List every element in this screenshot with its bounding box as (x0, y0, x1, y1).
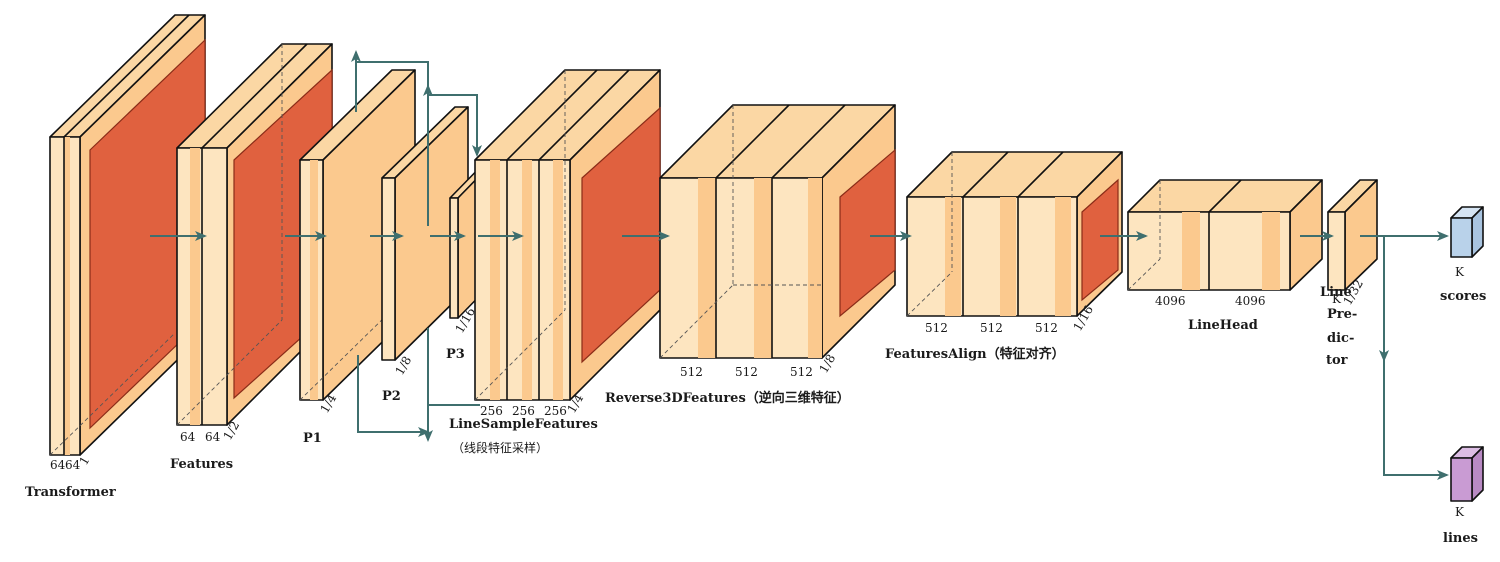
labels: 64 64 1 Transformer 64 64 1/2 Features 1… (25, 265, 1486, 546)
dim-ls-256c: 256 (544, 404, 567, 418)
dim-predictor-k: K (1332, 292, 1342, 306)
label-reverse3d: Reverse3DFeatures（逆向三维特征） (605, 390, 850, 406)
dim-head-4096a: 4096 (1155, 294, 1186, 308)
dim-transformer-64b: 64 (65, 458, 81, 472)
arrow-to-lines (1383, 236, 1449, 480)
label-line-predictor-1: Line (1320, 285, 1352, 300)
skip-p2-top (428, 94, 482, 157)
label-line-predictor-3: dic- (1327, 331, 1354, 346)
dim-transformer-64a: 64 (50, 458, 66, 472)
label-p2: P2 (382, 389, 401, 404)
label-features: Features (170, 457, 233, 472)
dim-features-64b: 64 (205, 430, 221, 444)
cube-scores (1450, 206, 1484, 258)
dim-align-512c: 512 (1035, 321, 1058, 335)
block-features-align (906, 151, 1123, 317)
label-transformer: Transformer (25, 485, 116, 500)
label-features-align: FeaturesAlign（特征对齐） (885, 346, 1065, 362)
label-line-sample-features-cn: （线段特征采样） (452, 440, 548, 455)
dim-align-512a: 512 (925, 321, 948, 335)
label-lines: lines (1443, 531, 1478, 546)
label-line-head: LineHead (1188, 318, 1258, 333)
dim-features-64a: 64 (180, 430, 196, 444)
dim-reverse-512c: 512 (790, 365, 813, 379)
skip-p2-bottom (427, 328, 480, 406)
connectors (150, 50, 1449, 480)
skip-p1-bottom (357, 355, 430, 437)
dim-ls-256b: 256 (512, 404, 535, 418)
label-scores: scores (1440, 289, 1486, 304)
dim-align-512b: 512 (980, 321, 1003, 335)
label-p3: P3 (446, 347, 465, 362)
block-reverse3d-features (659, 104, 896, 359)
dim-ls-256a: 256 (480, 404, 503, 418)
cube-lines (1450, 446, 1484, 502)
label-p1: P1 (303, 431, 322, 446)
dim-head-4096b: 4096 (1235, 294, 1266, 308)
block-line-sample-features (474, 69, 661, 401)
label-line-sample-features: LineSampleFeatures (449, 417, 598, 432)
block-line-head (1127, 179, 1323, 291)
dim-reverse-512b: 512 (735, 365, 758, 379)
dim-reverse-512a: 512 (680, 365, 703, 379)
label-line-predictor-2: Pre- (1327, 307, 1357, 322)
label-k-scores: K (1455, 265, 1465, 279)
label-line-predictor-4: tor (1326, 353, 1348, 368)
label-k-lines: K (1455, 505, 1465, 519)
